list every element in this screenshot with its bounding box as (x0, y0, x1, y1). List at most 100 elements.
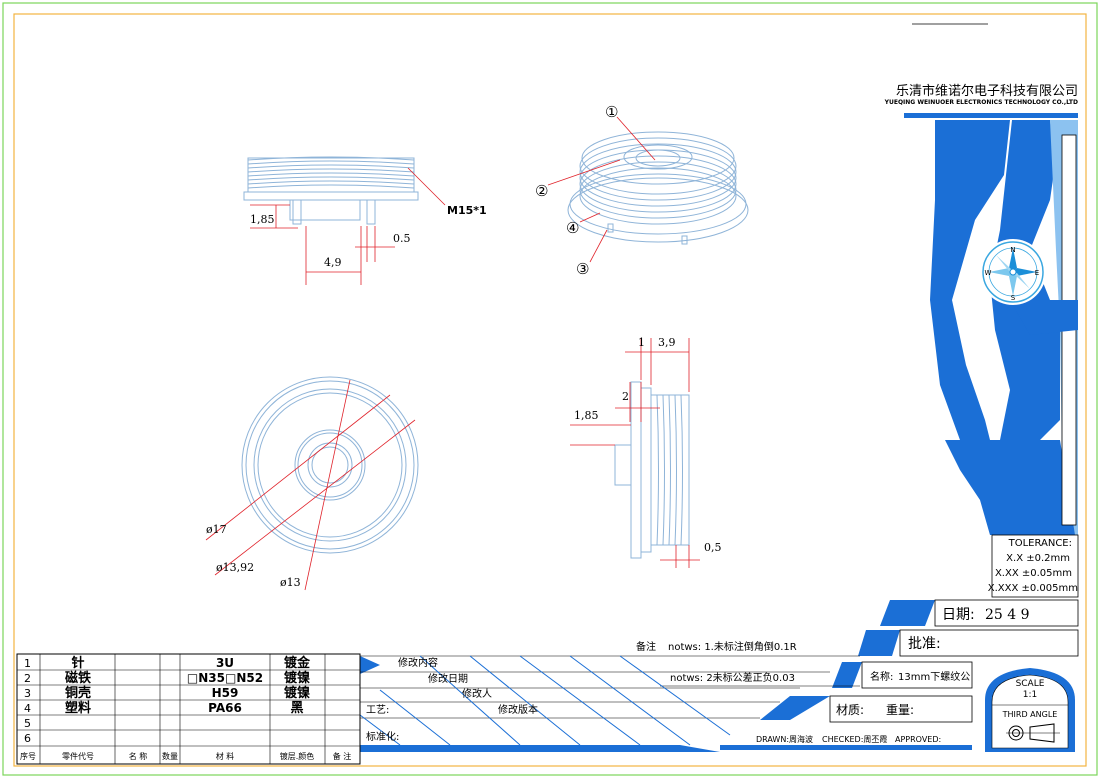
svg-text:镀金: 镀金 (284, 655, 311, 671)
bom-row: 6 (24, 732, 31, 745)
svg-text:黑: 黑 (290, 701, 303, 716)
dim-width-label: 4,9 (324, 256, 342, 269)
date-band (880, 600, 935, 626)
callout-2: ② (535, 182, 548, 200)
svg-text:4: 4 (24, 702, 31, 715)
svg-text:3: 3 (24, 687, 31, 700)
dim-d13-label: ø13 (280, 576, 301, 589)
top-view: ø17 ø13,92 ø13 (205, 376, 419, 591)
svg-text:数量: 数量 (162, 751, 178, 761)
checked-by: CHECKED:周丕霞 (822, 735, 887, 744)
tolerance-line-2: X.XX ±0.05mm (995, 568, 1072, 579)
tolerance-line-3: X.XXX ±0.005mm (988, 583, 1078, 594)
approval-label: 批准: (908, 636, 941, 652)
drawn-by: DRAWN:周海波 (756, 734, 813, 744)
compass-east: E (1035, 269, 1039, 277)
approval-band (858, 630, 900, 656)
dim-d1392-label: ø13,92 (216, 561, 254, 574)
scale-label: SCALE (1016, 679, 1045, 689)
callout-1: ① (605, 103, 618, 121)
svg-text:塑料: 塑料 (65, 700, 91, 716)
note-2: notws: 2未标公差正负0.03 (670, 671, 795, 684)
bom-header: 序号 零件代号 名 称 数量 材 料 镀层.颜色 备 注 (20, 751, 351, 761)
bom-row: 3 铜壳 H59 镀镍 (24, 685, 310, 701)
svg-text:3U: 3U (216, 656, 234, 670)
revision-process: 工艺: (366, 704, 389, 716)
svg-text:镀层.颜色: 镀层.颜色 (280, 751, 315, 761)
date-value: 25 4 9 (985, 607, 1030, 623)
third-angle-projection-icon (1006, 723, 1060, 743)
notes-block: 备注 notws: 1.未标注倒角倒0.1R notws: 2未标公差正负0.0… (360, 640, 860, 687)
revision-content: 修改内容 (398, 656, 438, 669)
svg-text:零件代号: 零件代号 (62, 751, 94, 761)
dim-d17-label: ø17 (206, 523, 227, 536)
svg-text:名 称: 名 称 (129, 751, 148, 761)
compass-north: N (1010, 246, 1015, 254)
callout-4: ④ (566, 219, 579, 237)
dim-pin-height-label: 1,85 (574, 409, 599, 422)
bom-row: 5 (24, 717, 31, 730)
svg-text:针: 针 (70, 655, 84, 671)
svg-text:磁铁: 磁铁 (65, 670, 91, 686)
callout-3: ③ (576, 260, 589, 278)
svg-text:1: 1 (24, 657, 31, 670)
svg-text:材 料: 材 料 (216, 751, 235, 761)
dim-flange-label: 1 (638, 336, 645, 349)
bom-table: 1 针 3U 镀金 2 磁铁 □N35□N52 镀镍 3 铜壳 H59 镀镍 4… (16, 653, 361, 765)
inner-frame (13, 13, 1087, 767)
name-band (832, 662, 862, 688)
bom-row: 2 磁铁 □N35□N52 镀镍 (24, 670, 310, 686)
company-name-en: YUEQING WEINUOER ELECTRONICS TECHNOLOGY … (884, 99, 1078, 106)
compass-south: S (1011, 294, 1016, 302)
name-label: 名称: (870, 670, 893, 683)
svg-text:PA66: PA66 (208, 701, 242, 715)
svg-text:□N35□N52: □N35□N52 (187, 671, 263, 685)
revision-version: 修改版本 (498, 703, 538, 716)
dim-pin-label: 0.5 (393, 232, 411, 245)
front-view: M15*1 1,85 4,9 0.5 (243, 156, 487, 285)
svg-text:镀镍: 镀镍 (284, 685, 310, 701)
material-label: 材质: (836, 703, 864, 717)
dim-height-label: 1,85 (250, 213, 275, 226)
approved-by: APPROVED: (895, 735, 941, 744)
svg-text:镀镍: 镀镍 (284, 670, 310, 686)
scale-box: SCALE 1:1 THIRD ANGLE (985, 668, 1075, 752)
title-block-decoration (904, 113, 1078, 535)
dim-thread-length-label: 3,9 (658, 336, 676, 349)
bom-row: 4 塑料 PA66 黑 (24, 700, 304, 716)
name-value: 13mm下螺纹公 (898, 670, 970, 683)
svg-text:5: 5 (24, 717, 31, 730)
bom-row: 1 针 3U 镀金 (24, 655, 311, 671)
company-name-cn: 乐清市维诺尔电子科技有限公司 (896, 83, 1078, 99)
svg-text:铜壳: 铜壳 (64, 685, 91, 701)
svg-text:序号: 序号 (20, 751, 36, 761)
tolerance-title: TOLERANCE: (1008, 538, 1072, 549)
svg-text:6: 6 (24, 732, 31, 745)
note-1: notws: 1.未标注倒角倒0.1R (668, 640, 797, 653)
isometric-view: ① ② ③ ④ (535, 103, 749, 278)
svg-text:H59: H59 (212, 686, 239, 700)
weight-label: 重量: (886, 703, 914, 717)
tolerance-line-1: X.X ±0.2mm (1006, 553, 1070, 564)
scale-value: 1:1 (1023, 690, 1037, 700)
dim-2-label: 2 (622, 390, 629, 403)
signoff-band (720, 745, 972, 750)
revision-person: 修改人 (462, 687, 492, 700)
date-label: 日期: (942, 607, 975, 623)
projection-label: THIRD ANGLE (1002, 710, 1058, 719)
svg-text:2: 2 (24, 672, 31, 685)
revision-block: 修改内容 修改日期 修改人 工艺: 修改版本 标准化: (359, 655, 830, 752)
notes-label: 备注 (636, 640, 656, 653)
side-view: 1 3,9 2 1,85 0,5 (570, 336, 722, 568)
revision-standard: 标准化: (366, 730, 399, 743)
tolerance-box: TOLERANCE: X.X ±0.2mm X.XX ±0.05mm X.XXX… (988, 534, 1079, 598)
material-band (760, 696, 830, 720)
compass-icon: N E S W (980, 239, 1046, 305)
thread-spec-label: M15*1 (447, 204, 487, 217)
svg-text:备 注: 备 注 (333, 751, 352, 761)
compass-west: W (985, 269, 992, 277)
dim-05-label: 0,5 (704, 541, 722, 554)
revision-date: 修改日期 (428, 672, 468, 685)
